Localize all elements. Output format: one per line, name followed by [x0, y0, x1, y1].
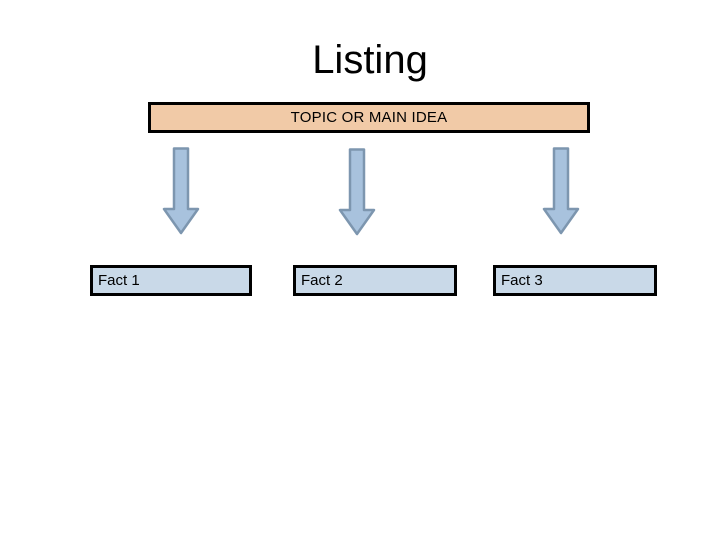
down-arrow-icon	[338, 148, 376, 236]
topic-main-idea-box: TOPIC OR MAIN IDEA	[148, 102, 590, 133]
topic-main-idea-label: TOPIC OR MAIN IDEA	[290, 109, 448, 126]
fact-box-1: Fact 1	[90, 265, 252, 296]
fact-box-2: Fact 2	[293, 265, 457, 296]
down-arrow-icon	[162, 147, 200, 235]
down-arrow-icon	[542, 147, 580, 235]
fact-box-3: Fact 3	[493, 265, 657, 296]
slide-title: Listing	[312, 38, 428, 82]
fact-2-label: Fact 2	[301, 272, 343, 289]
fact-3-label: Fact 3	[501, 272, 543, 289]
fact-1-label: Fact 1	[98, 272, 140, 289]
